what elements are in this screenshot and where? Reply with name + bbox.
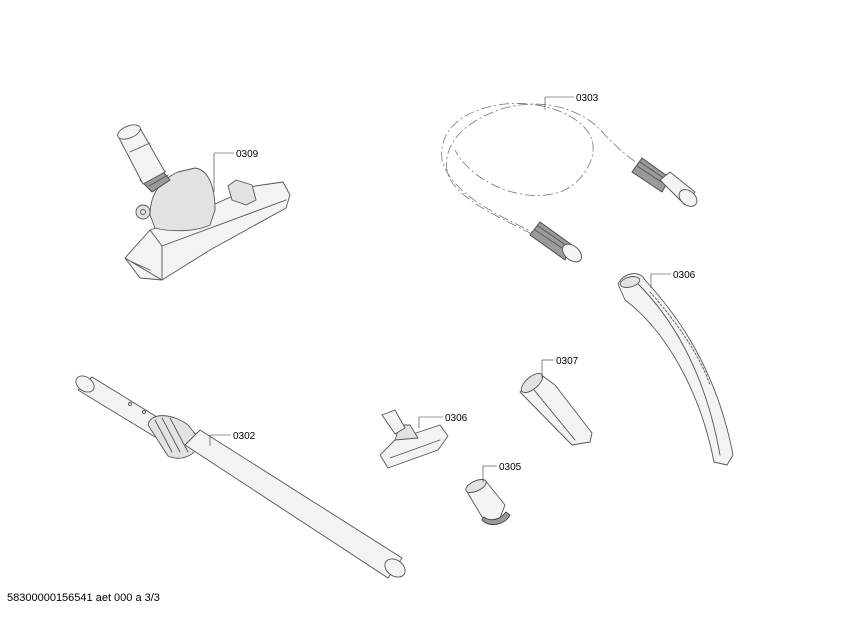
callout-0309: 0309 — [236, 149, 259, 160]
callout-0305: 0305 — [499, 462, 522, 473]
floor-nozzle-drawing[interactable] — [116, 122, 291, 281]
upholstery-nozzle-drawing[interactable] — [379, 409, 449, 469]
callout-0306-upholstery: 0306 — [445, 413, 468, 424]
callout-0303: 0303 — [576, 93, 599, 104]
document-code: 58300000156541 aet 000 a 3/3 — [7, 592, 160, 604]
callout-0306-handle: 0306 — [673, 270, 696, 281]
hose-handle-drawing[interactable] — [617, 273, 734, 466]
brush-tool-drawing[interactable] — [464, 477, 511, 526]
callout-0307: 0307 — [556, 356, 579, 367]
telescopic-tube-drawing[interactable] — [73, 373, 409, 581]
suction-hose-drawing[interactable] — [441, 103, 700, 265]
callout-0302: 0302 — [233, 431, 256, 442]
crevice-tool-drawing[interactable] — [518, 370, 593, 446]
